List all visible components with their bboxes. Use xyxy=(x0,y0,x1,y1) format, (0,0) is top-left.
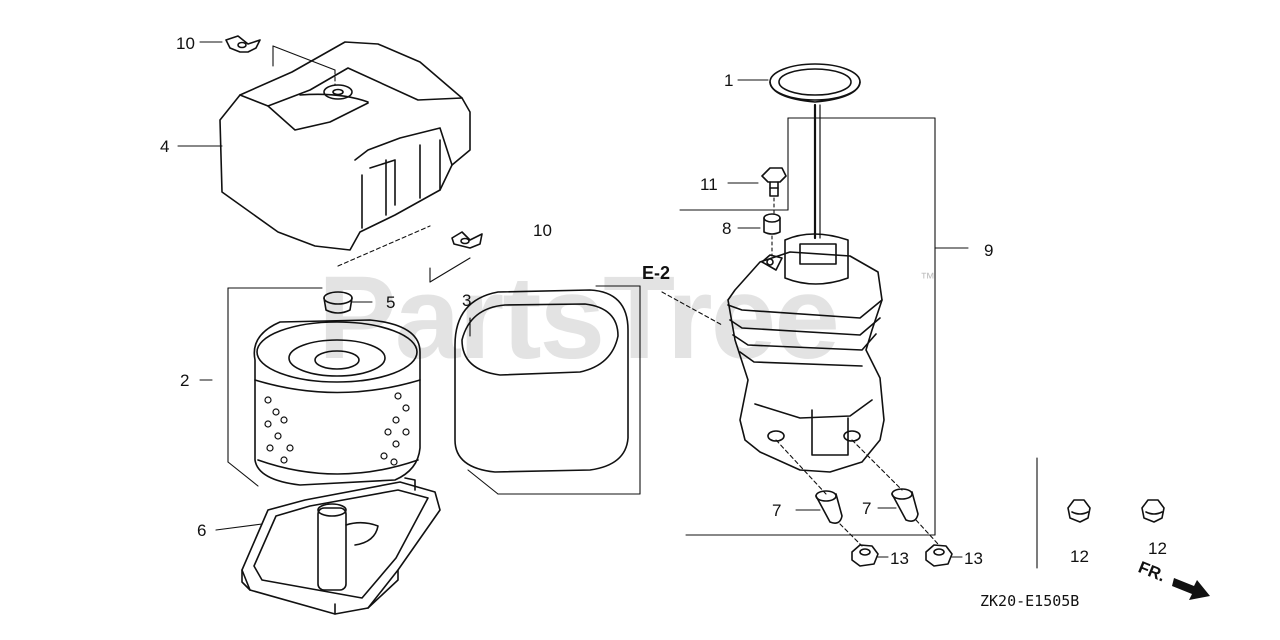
cap-nut-part-12-right xyxy=(1141,499,1165,523)
flange-bolt-part-11 xyxy=(761,167,787,197)
gasket-part-1 xyxy=(769,63,861,103)
callout-1: 1 xyxy=(724,71,734,90)
callout-13-right: 13 xyxy=(964,549,983,568)
callout-7-left: 7 xyxy=(772,501,782,520)
cap-nut-part-12-left xyxy=(1067,499,1091,523)
air-filter-element xyxy=(253,319,421,486)
watermark-trademark: ™ xyxy=(920,270,935,287)
nut-part-13-left xyxy=(851,544,879,567)
wing-nut-lower xyxy=(451,231,483,249)
callout-12-left: 12 xyxy=(1070,547,1089,566)
collar-part-8 xyxy=(763,213,781,235)
wing-nut-upper xyxy=(225,35,261,53)
pipe-part-7-left xyxy=(815,490,843,524)
front-direction-arrow xyxy=(1172,578,1210,600)
pipe-part-7-right xyxy=(891,488,919,522)
drawing-code: ZK20-E1505B xyxy=(980,592,1080,610)
callout-9: 9 xyxy=(984,241,994,260)
foam-element xyxy=(454,289,629,473)
callout-8: 8 xyxy=(722,219,732,238)
callout-10-middle: 10 xyxy=(533,221,552,240)
callout-11: 11 xyxy=(700,175,718,194)
air-cleaner-case xyxy=(241,477,441,615)
nut-part-13-right xyxy=(925,544,953,567)
air-cleaner-elbow xyxy=(727,103,885,473)
grommet-part-5 xyxy=(323,291,353,314)
watermark: PartsTree xyxy=(318,252,840,384)
callout-12-right: 12 xyxy=(1148,539,1167,558)
callout-6: 6 xyxy=(197,521,207,540)
callout-2: 2 xyxy=(180,371,190,390)
callout-3: 3 xyxy=(462,291,472,310)
reference-e2: E-2 xyxy=(642,263,671,283)
callout-7-right: 7 xyxy=(862,499,872,518)
air-cleaner-cover xyxy=(219,41,471,251)
filter-perforations xyxy=(264,392,410,466)
callout-13-left: 13 xyxy=(890,549,909,568)
callout-10-top: 10 xyxy=(176,34,195,53)
leader-lines xyxy=(177,41,1038,569)
callout-4: 4 xyxy=(160,137,170,156)
callout-5: 5 xyxy=(386,293,396,312)
